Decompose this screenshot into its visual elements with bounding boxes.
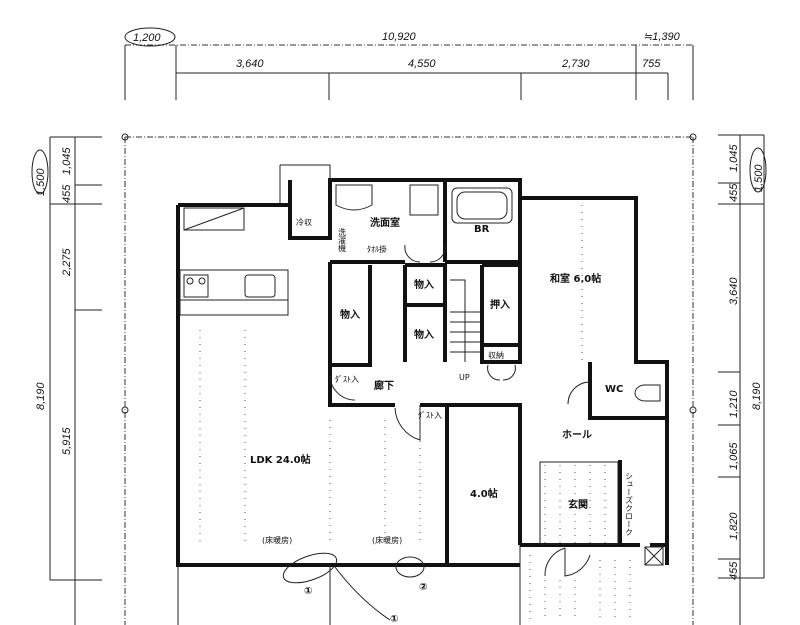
dim-right-seg-d: 1,210 bbox=[728, 390, 740, 418]
top-dimensions: 1,200 10,920 ≒1,390 3,640 4,550 2,730 75… bbox=[124, 27, 694, 100]
left-dimensions: 1,500 1,045 455 2,275 5,915 8,190 bbox=[31, 136, 102, 625]
room-4jo: 4.0帖 bbox=[470, 487, 498, 500]
bathtub-icon bbox=[451, 187, 513, 224]
dim-left-overall: 8,190 bbox=[35, 382, 47, 410]
dim-eave-right: ≒1,390 bbox=[643, 31, 681, 43]
room-entrance: 玄関 bbox=[568, 498, 588, 511]
dust-label-2: ﾀﾞｽﾄ入 bbox=[418, 411, 442, 420]
room-japanese: 和室 6.0帖 bbox=[549, 272, 601, 285]
kitchen-back-counter bbox=[183, 207, 245, 231]
room-storage-3: 物入 bbox=[414, 328, 434, 341]
entrance-floor bbox=[539, 461, 619, 545]
dim-left-seg-a: 1,045 bbox=[61, 147, 73, 175]
marker-1: ① bbox=[304, 586, 312, 597]
door-swing bbox=[329, 374, 356, 401]
eave-outline bbox=[121, 133, 697, 625]
pillar-icon bbox=[644, 546, 664, 566]
dim-left-seg-b: 455 bbox=[61, 184, 73, 203]
dim-eave-left: 1,200 bbox=[133, 32, 161, 44]
washbasin-icon bbox=[335, 184, 373, 211]
pantry-label: 収 bbox=[304, 217, 312, 227]
dim-left-eave: 1,500 bbox=[35, 168, 47, 196]
washer-label: 洗濯機 bbox=[338, 227, 347, 253]
dim-right-seg-e: 1,065 bbox=[728, 442, 740, 470]
towel-label: ﾀｵﾙ掛 bbox=[367, 244, 387, 254]
stove-icon bbox=[183, 274, 209, 298]
fridge-label: 冷 bbox=[296, 217, 304, 227]
dim-left-seg-d: 5,915 bbox=[61, 427, 73, 455]
stairs-up-label: UP bbox=[459, 373, 470, 382]
eave-ellipse bbox=[124, 27, 176, 47]
dim-right-seg-g: 455 bbox=[728, 561, 740, 580]
dim-overall-top: 10,920 bbox=[382, 31, 417, 43]
dim-top-seg4: 755 bbox=[642, 58, 661, 70]
dim-left-seg-c: 2,275 bbox=[61, 248, 73, 277]
room-shoe-cloak: シューズクローク bbox=[625, 472, 634, 536]
dim-top-seg1: 3,640 bbox=[236, 58, 264, 70]
toilet-icon bbox=[634, 384, 661, 402]
floor-heat-1: (床暖房) bbox=[262, 535, 292, 545]
room-bath: BR bbox=[474, 224, 490, 235]
room-ldk: LDK 24.0帖 bbox=[250, 453, 311, 466]
room-shelf: 収納 bbox=[488, 350, 504, 360]
dim-right-seg-a: 1,045 bbox=[728, 144, 740, 172]
dim-top-seg2: 4,550 bbox=[408, 58, 436, 70]
room-corridor: 廊下 bbox=[374, 379, 394, 392]
dim-right-seg-c: 3,640 bbox=[728, 277, 740, 305]
dim-top-seg3: 2,730 bbox=[561, 58, 590, 70]
dim-right-seg-b: 455 bbox=[728, 183, 740, 202]
marker-2: ② bbox=[419, 582, 427, 593]
right-dimensions: 1,045 455 1,500 3,640 1,210 1,065 1,820 … bbox=[718, 134, 767, 625]
washer-icon bbox=[409, 184, 439, 216]
floor-heat-2: (床暖房) bbox=[372, 535, 402, 545]
dust-label-1: ﾀﾞｽﾄ入 bbox=[335, 375, 359, 384]
room-labels: 洗面室 BR 和室 6.0帖 物入 物入 物入 押入 収納 廊下 WC ホール … bbox=[250, 216, 634, 625]
room-storage-2: 物入 bbox=[414, 278, 434, 291]
room-hall: ホール bbox=[562, 429, 592, 441]
room-storage-1: 物入 bbox=[340, 308, 360, 321]
dim-right-seg-f: 1,820 bbox=[728, 512, 740, 540]
fixtures bbox=[179, 184, 664, 621]
marker-3: ① bbox=[390, 614, 398, 625]
room-closet: 押入 bbox=[490, 298, 510, 311]
stairs-arrow bbox=[450, 279, 466, 362]
dim-right-eave: 1,500 bbox=[753, 164, 765, 192]
room-wc: WC bbox=[605, 384, 623, 395]
walls bbox=[176, 164, 669, 625]
sink-icon bbox=[244, 274, 276, 298]
dim-right-overall: 8,190 bbox=[751, 382, 763, 410]
room-washroom: 洗面室 bbox=[370, 216, 400, 229]
